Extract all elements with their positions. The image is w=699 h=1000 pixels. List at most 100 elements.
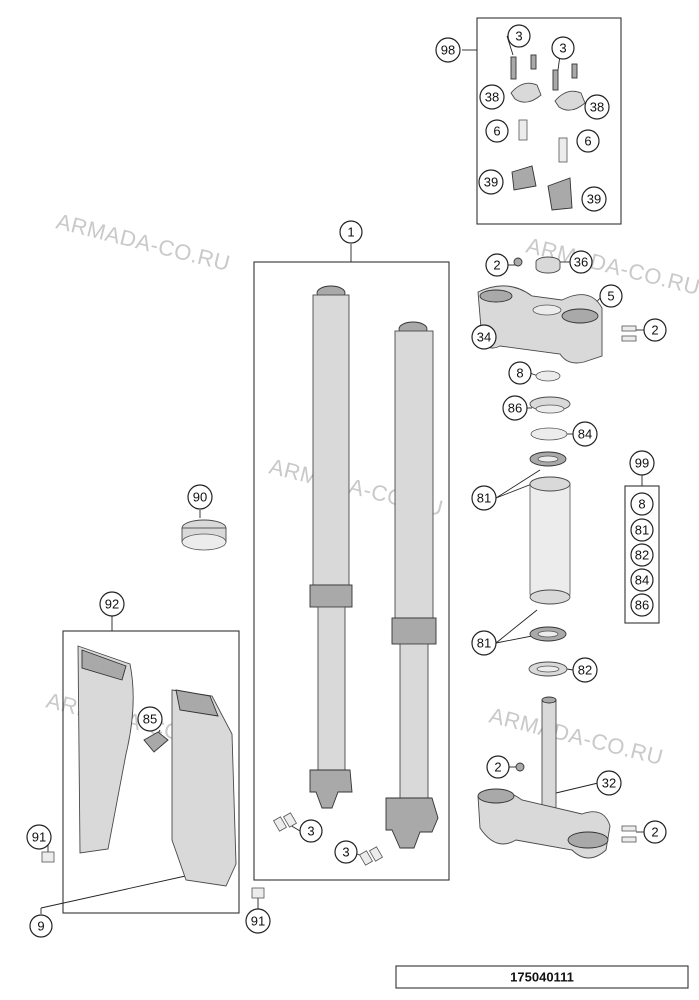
svg-text:3: 3: [307, 824, 314, 839]
svg-text:84: 84: [578, 427, 592, 442]
callout-1: 1: [339, 220, 363, 244]
callout-2-lower-left: 2: [486, 755, 510, 779]
svg-text:91: 91: [32, 830, 46, 845]
steering-head-tube: [529, 476, 571, 602]
svg-text:82: 82: [635, 548, 649, 563]
callout-92: 92: [99, 591, 125, 617]
callout-6-right: 6: [576, 129, 600, 153]
callout-39-right: 39: [581, 186, 607, 212]
svg-text:84: 84: [635, 573, 649, 588]
clamp-bolt-lower-2: [621, 836, 637, 843]
ring-nut-90: [181, 519, 227, 551]
right-fork-seal-ring: [391, 617, 437, 645]
top-nut-36: [535, 256, 561, 274]
fork-guard-left-top: [81, 649, 127, 681]
upper-triple-clamp-body: [477, 285, 603, 364]
svg-text:98: 98: [441, 43, 455, 58]
pinch-bolt-3: [358, 850, 374, 866]
svg-text:8: 8: [516, 366, 523, 381]
clamp-bolt-upper-1: [621, 325, 637, 332]
clamp-bolt-right: [558, 137, 568, 163]
svg-text:2: 2: [651, 323, 658, 338]
left-fork-outer-tube: [312, 294, 350, 586]
right-fork-axle-clamp: [385, 797, 439, 849]
svg-text:3: 3: [515, 29, 522, 44]
callout-39-left: 39: [478, 169, 504, 195]
clamp-bolt-lower-1: [621, 825, 637, 832]
svg-text:6: 6: [584, 134, 591, 149]
kit-99-item-81: 81: [630, 518, 654, 542]
document-number: 175040111: [510, 970, 574, 985]
guard-screw-91-right: [251, 887, 265, 899]
callout-38-left: 38: [479, 84, 505, 110]
clamp-bottom-left: [511, 165, 537, 191]
callout-86: 86: [502, 395, 528, 421]
left-fork-inner-tube: [317, 606, 346, 778]
callout-36: 36: [569, 250, 593, 274]
svg-text:81: 81: [477, 491, 491, 506]
svg-text:81: 81: [477, 636, 491, 651]
callout-3-kit-left: 3: [507, 24, 531, 48]
lower-triple-clamp: [477, 696, 637, 859]
svg-text:81: 81: [635, 523, 649, 538]
kit-99-item-8: 8: [630, 492, 654, 516]
kit-98-box: [476, 17, 622, 225]
seal-ring-84: [530, 427, 568, 441]
svg-text:86: 86: [508, 401, 522, 416]
svg-text:39: 39: [587, 192, 601, 207]
callout-2-upper-left: 2: [485, 253, 509, 277]
kit-99-item-86: 86: [630, 593, 654, 617]
svg-text:9: 9: [37, 919, 44, 934]
callout-38-right: 38: [584, 94, 610, 120]
steering-bearings: [528, 370, 571, 677]
svg-text:99: 99: [635, 456, 649, 471]
kit-99-item-82: 82: [630, 543, 654, 567]
guard-clip-85: [143, 731, 169, 753]
watermark-1: ARMADA-CO.RU: [54, 209, 233, 276]
svg-text:92: 92: [105, 597, 119, 612]
right-fork-outer-tube: [394, 330, 434, 619]
svg-text:5: 5: [607, 289, 614, 304]
callout-3-kit-right: 3: [551, 36, 575, 60]
fork-guard-box: [62, 630, 240, 914]
svg-text:2: 2: [494, 760, 501, 775]
callouts: 1 98 3 3 38 38 6 6 39 39 2 36 5 2 34 8 8…: [26, 24, 667, 938]
svg-text:3: 3: [559, 41, 566, 56]
clamp-top-left: [510, 82, 542, 103]
svg-text:90: 90: [193, 490, 207, 505]
fork-guard-right-top: [175, 689, 219, 717]
callout-2-upper-right: 2: [643, 318, 667, 342]
guard-screw-91-left: [41, 851, 55, 863]
document-number-box: [395, 965, 689, 989]
callout-91-left: 91: [26, 824, 52, 850]
callout-3-fork-right: 3: [334, 840, 358, 864]
clamp-screw-1: [510, 56, 517, 80]
callout-8: 8: [508, 361, 532, 385]
svg-text:3: 3: [342, 845, 349, 860]
callout-84: 84: [572, 421, 598, 447]
clamp-screw-4: [571, 63, 578, 79]
clamp-bottom-right: [547, 177, 573, 211]
clamp-screw-2-upper: [513, 257, 523, 267]
callout-6-left: 6: [485, 119, 509, 143]
callout-3-fork-left: 3: [299, 819, 323, 843]
callout-5: 5: [599, 284, 623, 308]
callout-91-right: 91: [245, 908, 271, 934]
callout-9: 9: [29, 914, 53, 938]
handlebar-clamp-kit: [510, 54, 586, 211]
fork-guard-right: [171, 689, 237, 887]
svg-text:2: 2: [493, 258, 500, 273]
svg-text:6: 6: [493, 124, 500, 139]
svg-text:34: 34: [477, 330, 491, 345]
svg-text:38: 38: [590, 100, 604, 115]
callout-85: 85: [137, 706, 163, 732]
svg-text:1: 1: [347, 225, 354, 240]
watermark-5: ARMADA-CO.RU: [487, 703, 666, 770]
callout-81-upper: 81: [471, 485, 497, 511]
svg-text:85: 85: [143, 712, 157, 727]
steering-stem: [541, 699, 557, 811]
svg-text:82: 82: [578, 663, 592, 678]
callout-2-lower-right: 2: [643, 820, 667, 844]
svg-text:39: 39: [484, 175, 498, 190]
